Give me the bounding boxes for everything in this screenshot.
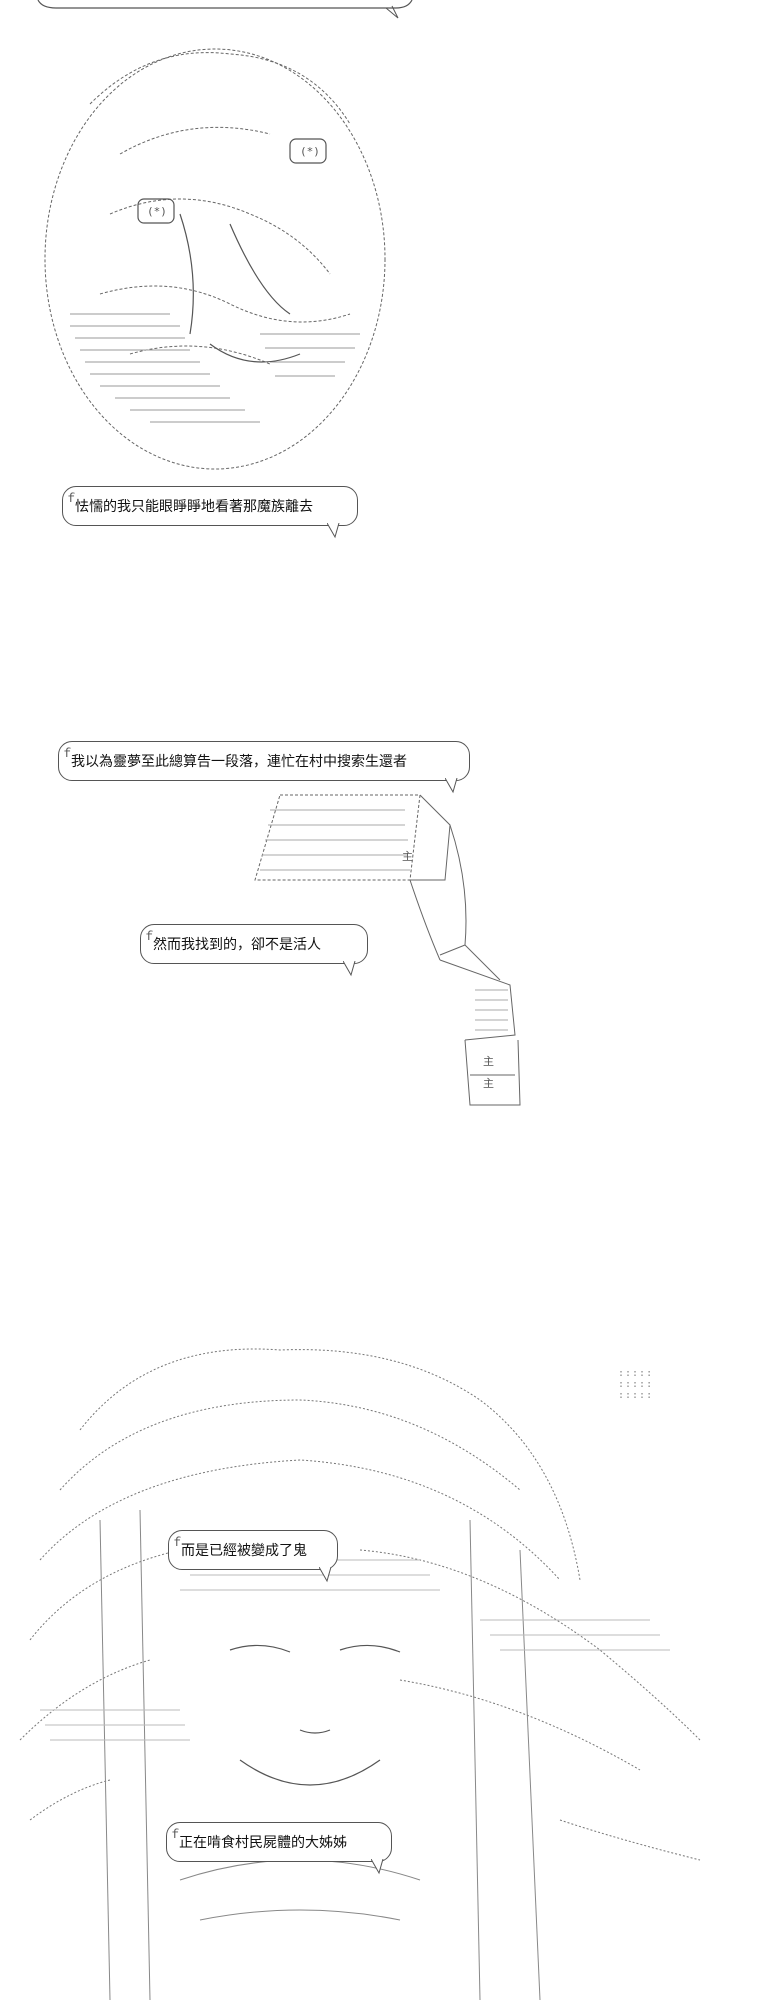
caption-text-2: 我以為靈夢至此總算告一段落，連忙在村中搜索生還者: [71, 754, 407, 770]
bubble-mark: ｆ: [169, 1827, 182, 1841]
circle-illustration: (*) (*): [30, 14, 400, 484]
bubble-tail: [343, 961, 356, 977]
bubble-tail: [445, 778, 458, 794]
caption-bubble-5: ｆ 正在啃食村民屍體的大姊姊: [166, 1822, 392, 1875]
top-bubble-fragment: [36, 0, 416, 20]
bubble-mark: ｆ: [171, 1535, 184, 1549]
caption-bubble-4: ｆ 而是已經被變成了鬼: [168, 1530, 338, 1583]
bubble-mark: ｆ: [65, 491, 78, 505]
svg-text:主: 主: [483, 1077, 494, 1090]
bubble-tail: [371, 1859, 384, 1875]
dot-pattern: :::::::::::::::: [618, 1368, 654, 1401]
caption-text-5: 正在啃食村民屍體的大姊姊: [179, 1835, 347, 1851]
caption-text-4: 而是已經被變成了鬼: [181, 1543, 307, 1559]
girl-illustration: [0, 1320, 757, 2000]
caption-bubble-2: ｆ 我以為靈夢至此總算告一段落，連忙在村中搜索生還者: [58, 741, 470, 794]
svg-text:主: 主: [402, 850, 413, 863]
svg-text:主: 主: [483, 1055, 494, 1068]
svg-text:(*): (*): [147, 205, 167, 218]
caption-bubble-1: ｆ 怯懦的我只能眼睜睜地看著那魔族離去: [62, 486, 358, 539]
caption-text-3: 然而我找到的，卻不是活人: [153, 937, 321, 953]
bubble-tail: [319, 1567, 332, 1583]
bubble-mark: ｆ: [143, 929, 156, 943]
svg-text:(*): (*): [300, 145, 320, 158]
caption-bubble-3: ｆ 然而我找到的，卻不是活人: [140, 924, 368, 977]
caption-text-1: 怯懦的我只能眼睜睜地看著那魔族離去: [75, 499, 313, 515]
arm-illustration: 主 主 主: [250, 785, 550, 1115]
bubble-mark: ｆ: [61, 746, 74, 760]
bubble-tail: [327, 523, 340, 539]
